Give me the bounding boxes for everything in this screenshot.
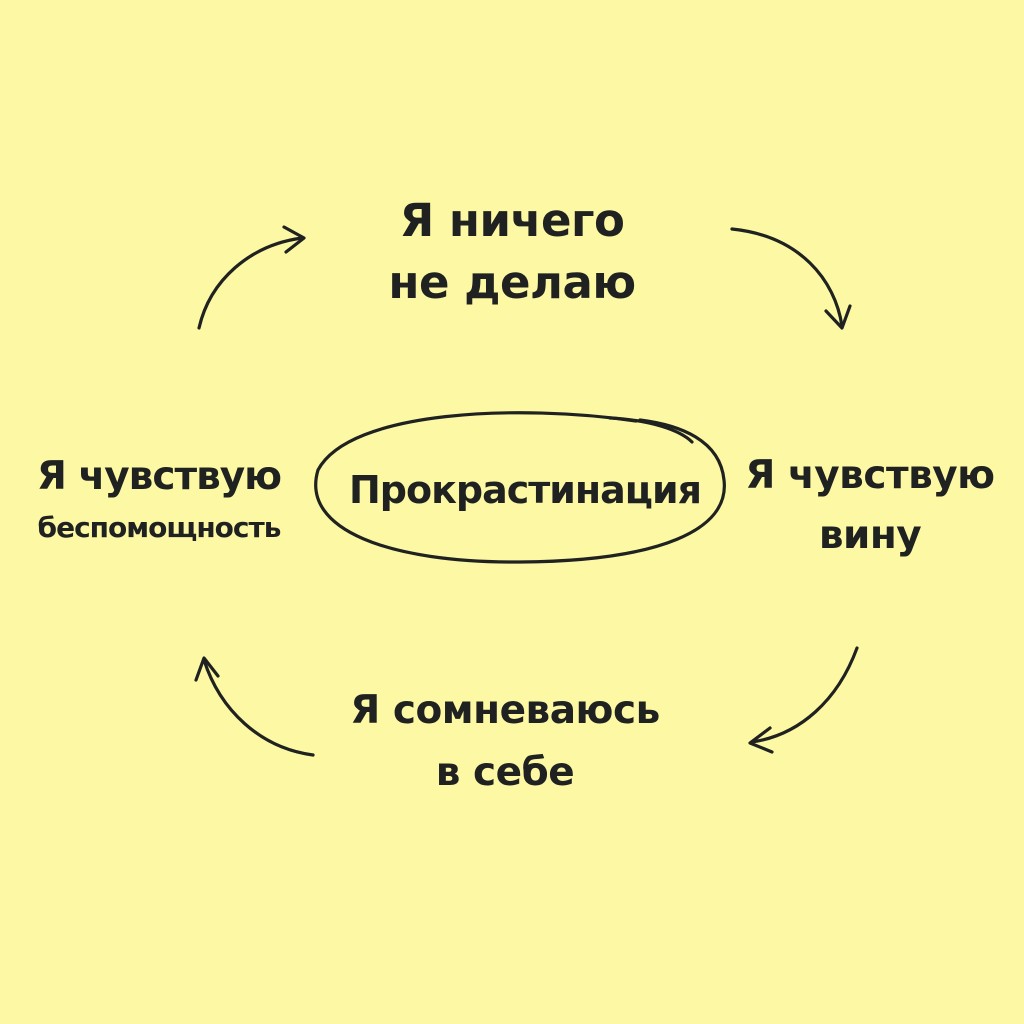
arrow-top-to-right [730,227,844,328]
center-label: Прокрастинация [348,468,702,512]
node-left-line1: Я чувствую [36,454,282,499]
node-bottom: Я сомневаюсь в себе [305,680,705,804]
node-right-line1: Я чувствую [745,453,995,498]
arrow-right-to-bottom [750,646,859,744]
arrowhead-top-to-right [824,304,852,330]
center-ellipse-stroke [608,416,694,444]
node-bottom-line1: Я сомневаюсь [350,688,660,733]
node-right-line2: вину [818,513,922,558]
arrowhead-bottom-to-left [194,656,220,682]
node-left: Я чувствую беспомощность [14,448,304,550]
arrow-bottom-to-left [202,658,315,757]
arrowhead-right-to-bottom [748,726,774,754]
node-bottom-line2: в себе [435,750,575,795]
center-ellipse [314,411,726,564]
arrow-left-to-top [197,236,304,330]
arrowhead-left-to-top [282,225,306,254]
node-right: Я чувствую вину [730,446,1010,566]
node-top-line2: не делаю [388,256,636,309]
node-left-line2: беспомощность [37,511,282,544]
node-top-line1: Я ничего [399,194,625,247]
node-top: Я ничего не делаю [312,190,712,314]
